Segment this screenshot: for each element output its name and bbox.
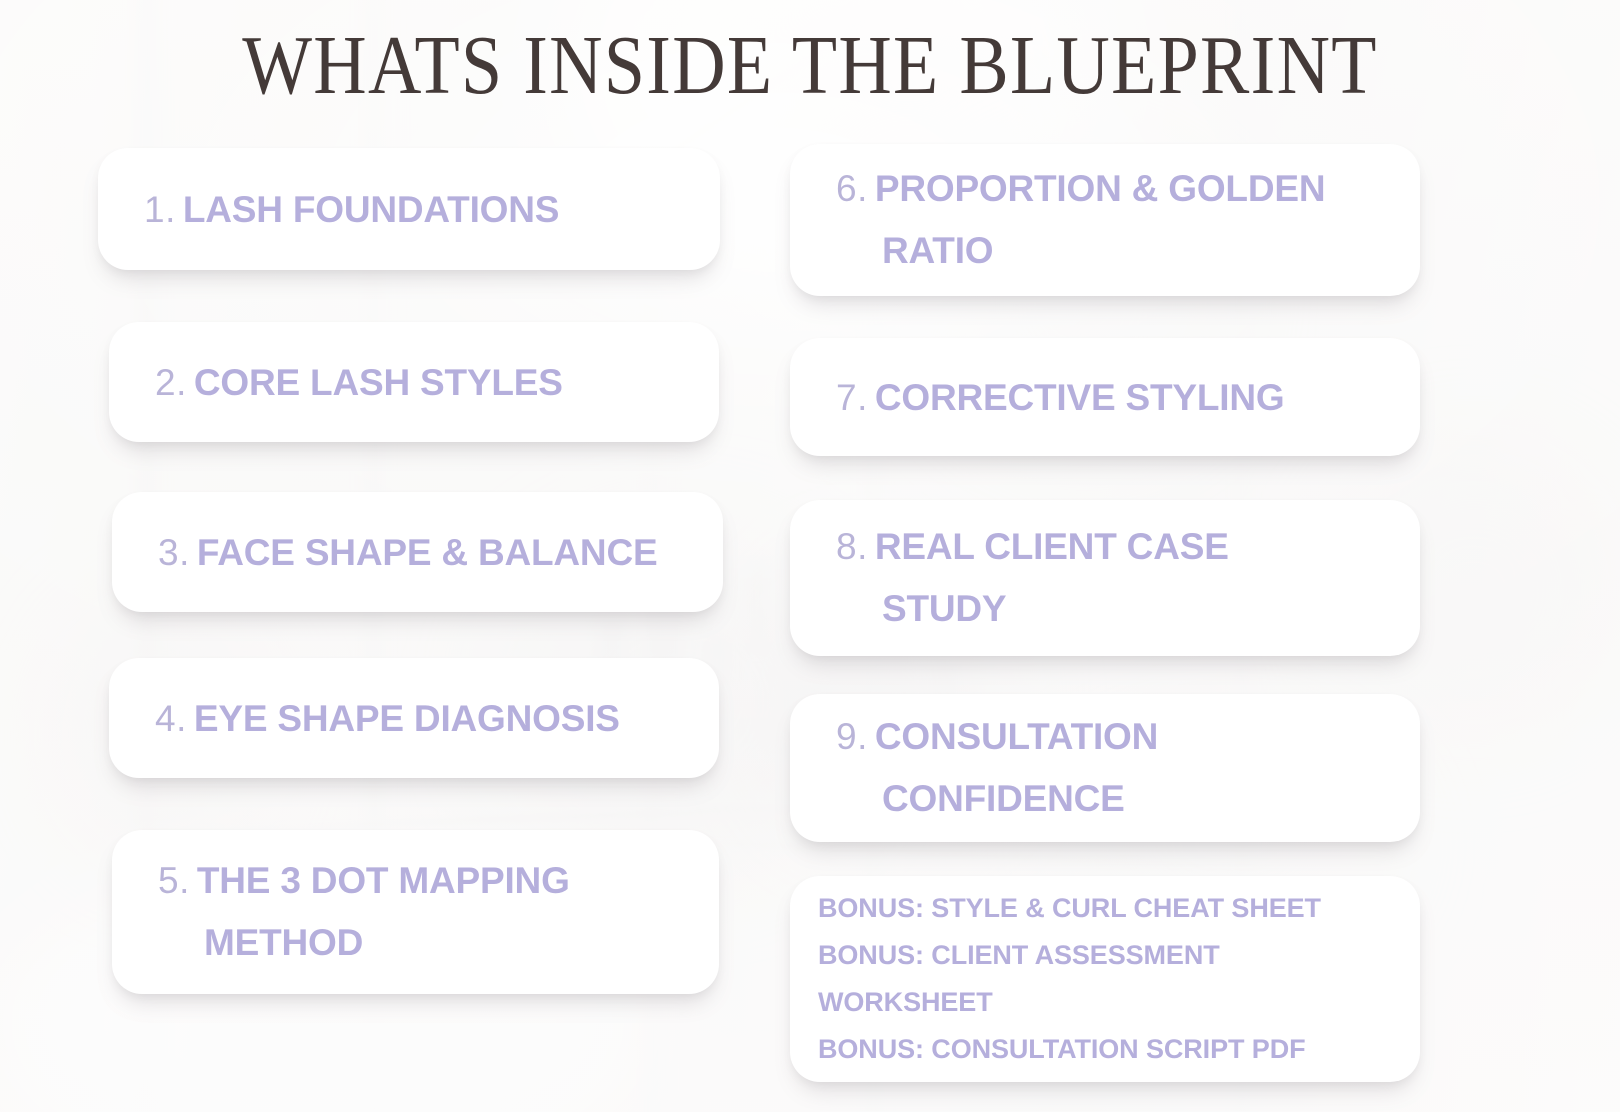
module-card-6[interactable]: 6.PROPORTION & GOLDEN RATIO	[790, 144, 1420, 296]
card-number: 7.	[836, 376, 868, 418]
card-label: CORRECTIVE STYLING	[874, 376, 1285, 418]
card-text: 1.LASH FOUNDATIONS	[144, 179, 559, 240]
module-card-3[interactable]: 3.FACE SHAPE & BALANCE	[112, 492, 723, 612]
module-card-8[interactable]: 8.REAL CLIENT CASE STUDY	[790, 500, 1420, 656]
card-number: 1.	[144, 188, 176, 230]
card-label-line2: CONFIDENCE	[882, 778, 1125, 819]
card-label: LASH FOUNDATIONS	[182, 188, 560, 230]
card-body: 9.CONSULTATION CONFIDENCE	[790, 706, 1178, 830]
card-text: 2.CORE LASH STYLES	[155, 352, 563, 413]
module-card-9[interactable]: 9.CONSULTATION CONFIDENCE	[790, 694, 1420, 842]
card-label: EYE SHAPE DIAGNOSIS	[193, 697, 620, 739]
module-card-1[interactable]: 1.LASH FOUNDATIONS	[98, 148, 720, 270]
card-number: 9.	[836, 716, 868, 757]
left-column: 1.LASH FOUNDATIONS 2.CORE LASH STYLES 3.…	[98, 148, 724, 994]
card-label-line2: METHOD	[204, 922, 364, 963]
card-label-line1: CONSULTATION	[874, 716, 1159, 757]
card-label-line1: THE 3 DOT MAPPING	[196, 860, 570, 901]
bonus-line-2: BONUS: CLIENT ASSESSMENT	[818, 940, 1220, 970]
card-text: 4.EYE SHAPE DIAGNOSIS	[155, 688, 620, 749]
card-number: 4.	[155, 697, 187, 739]
module-card-7[interactable]: 7.CORRECTIVE STYLING	[790, 338, 1420, 456]
bonus-line-3: WORKSHEET	[818, 987, 993, 1017]
card-label-line2: STUDY	[882, 588, 1007, 629]
card-body: 5.THE 3 DOT MAPPING METHOD	[112, 850, 590, 974]
card-number: 3.	[158, 531, 190, 573]
bonus-line-1: BONUS: STYLE & CURL CHEAT SHEET	[818, 893, 1321, 923]
card-number: 2.	[155, 361, 187, 403]
bonus-line-4: BONUS: CONSULTATION SCRIPT PDF	[818, 1034, 1306, 1064]
card-number: 8.	[836, 526, 868, 567]
module-card-2[interactable]: 2.CORE LASH STYLES	[109, 322, 719, 442]
bonus-card[interactable]: BONUS: STYLE & CURL CHEAT SHEET BONUS: C…	[790, 876, 1420, 1082]
card-body: 7.CORRECTIVE STYLING	[790, 367, 1304, 428]
card-label-line2: RATIO	[882, 230, 994, 271]
bonus-body: BONUS: STYLE & CURL CHEAT SHEET BONUS: C…	[790, 885, 1339, 1073]
right-column: 6.PROPORTION & GOLDEN RATIO 7.CORRECTIVE …	[790, 144, 1420, 1082]
card-text: 8.REAL CLIENT CASE STUDY	[836, 516, 1229, 640]
module-card-4[interactable]: 4.EYE SHAPE DIAGNOSIS	[109, 658, 719, 778]
card-body: 2.CORE LASH STYLES	[109, 352, 583, 413]
card-label-line1: REAL CLIENT CASE	[874, 526, 1229, 567]
card-text: 3.FACE SHAPE & BALANCE	[158, 522, 658, 583]
card-body: 1.LASH FOUNDATIONS	[98, 179, 579, 240]
card-text: 5.THE 3 DOT MAPPING METHOD	[158, 850, 570, 974]
card-text: 7.CORRECTIVE STYLING	[836, 367, 1285, 428]
card-text: 9.CONSULTATION CONFIDENCE	[836, 706, 1158, 830]
module-card-5[interactable]: 5.THE 3 DOT MAPPING METHOD	[112, 830, 719, 994]
card-body: 3.FACE SHAPE & BALANCE	[112, 522, 677, 583]
card-body: 4.EYE SHAPE DIAGNOSIS	[109, 688, 640, 749]
card-body: 6.PROPORTION & GOLDEN RATIO	[790, 158, 1345, 282]
page-title: WHATS INSIDE THE BLUEPRINT	[242, 19, 1378, 112]
card-label: CORE LASH STYLES	[193, 361, 563, 403]
card-text: 6.PROPORTION & GOLDEN RATIO	[836, 158, 1326, 282]
card-label: FACE SHAPE & BALANCE	[196, 531, 658, 573]
card-number: 6.	[836, 168, 868, 209]
card-body: 8.REAL CLIENT CASE STUDY	[790, 516, 1249, 640]
card-number: 5.	[158, 860, 190, 901]
card-label-line1: PROPORTION & GOLDEN	[874, 168, 1326, 209]
